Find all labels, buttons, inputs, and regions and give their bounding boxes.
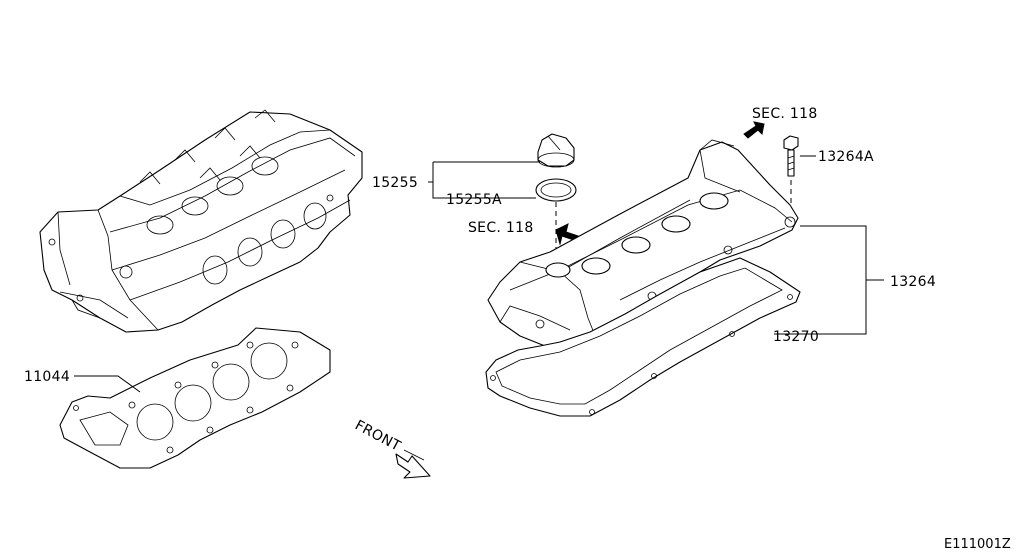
- cover-bolt: [783, 135, 799, 177]
- cylinder-head-gasket: [59, 327, 331, 469]
- oil-filler-cap: [537, 133, 575, 168]
- label-13264A: 13264A: [818, 149, 874, 165]
- label-sec-118-upper: SEC. 118: [752, 106, 818, 122]
- filler-cap-gasket: [535, 178, 577, 202]
- front-label: FRONT: [352, 417, 403, 454]
- leader-15255: [428, 161, 540, 199]
- diagram-code: E111001Z: [944, 537, 1011, 552]
- arrow-sec-118-upper-icon: [743, 121, 765, 139]
- label-13270: 13270: [773, 329, 819, 345]
- label-15255A: 15255A: [446, 192, 502, 208]
- label-11044: 11044: [24, 369, 70, 385]
- label-13264: 13264: [890, 274, 936, 290]
- label-15255: 15255: [372, 175, 418, 191]
- leader-11044: [74, 375, 141, 393]
- front-arrow-icon: [395, 449, 431, 479]
- cylinder-head: [39, 109, 363, 333]
- leader-13264: [774, 225, 884, 335]
- rocker-cover-gasket: [485, 257, 801, 417]
- label-sec-118-lower: SEC. 118: [468, 220, 534, 236]
- rocker-cover: [487, 139, 799, 351]
